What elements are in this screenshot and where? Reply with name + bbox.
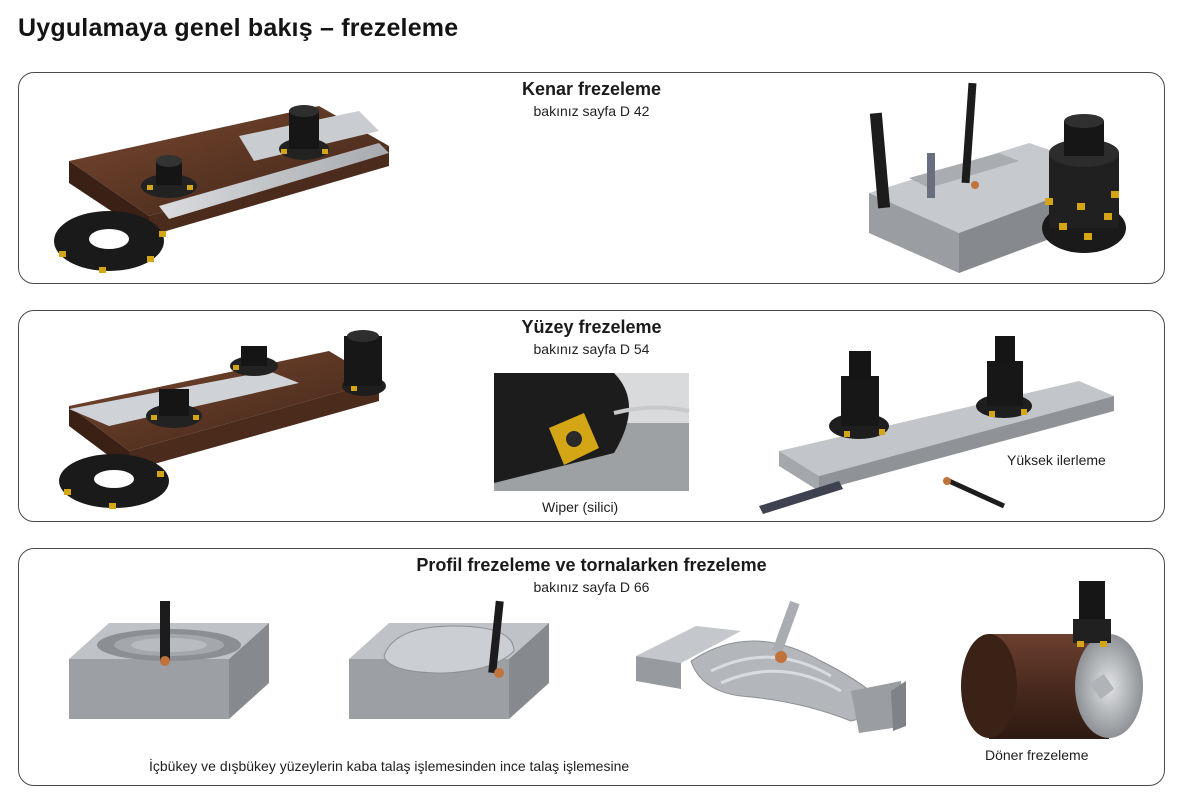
section-header: Kenar frezeleme bakınız sayfa D 42	[19, 79, 1164, 119]
section-title: Yüzey frezeleme	[521, 317, 662, 337]
page-title: Uygulamaya genel bakış – frezeleme	[18, 14, 459, 42]
concave-pocket-illustration	[69, 601, 269, 719]
disc-milling-cutter	[54, 211, 166, 273]
section-profile-milling: Profil frezeleme ve tornalarken frezelem…	[18, 548, 1165, 786]
high-feed-end-mill	[759, 481, 843, 514]
section-title: Profil frezeleme ve tornalarken frezelem…	[416, 555, 767, 575]
caption-wiper: Wiper (silici)	[542, 499, 619, 515]
solid-carbide-end-mill	[927, 153, 935, 198]
face-mill-large	[279, 105, 329, 160]
rotating-workpiece-illustration	[961, 581, 1143, 739]
face-mill-front	[146, 389, 202, 428]
face-mill-rear	[230, 346, 278, 376]
turbine-blade-illustration	[636, 600, 906, 733]
wiper-insert-closeup-photo	[494, 373, 690, 491]
turn-milling-tool	[1073, 581, 1111, 647]
convex-surface-illustration	[349, 600, 549, 719]
face-mill-right	[976, 336, 1032, 418]
disc-milling-cutter	[59, 454, 169, 509]
section-page-reference: bakınız sayfa D 42	[533, 103, 650, 119]
section-page-reference: bakınız sayfa D 66	[533, 579, 650, 595]
face-mill-left	[829, 351, 889, 439]
shell-mill-right	[342, 330, 386, 396]
section-page-reference: bakınız sayfa D 54	[533, 341, 650, 357]
shell-mill	[1042, 114, 1126, 253]
small-end-mill	[943, 477, 1006, 509]
caption-profile-milling: İçbükey ve dışbükey yüzeylerin kaba tala…	[149, 758, 630, 774]
section-shoulder-milling: Kenar frezeleme bakınız sayfa D 42	[18, 72, 1165, 284]
high-feed-milling-illustration	[759, 336, 1114, 514]
shoulder-milling-plate-illustration	[54, 105, 389, 273]
face-mill-small	[141, 155, 197, 198]
end-mill-center	[961, 82, 979, 189]
shoulder-milling-block-illustration	[869, 82, 1126, 273]
section-face-milling: Yüzey frezeleme bakınız sayfa D 54	[18, 310, 1165, 522]
caption-high-feed: Yüksek ilerleme	[1007, 452, 1106, 468]
face-milling-plate-illustration	[59, 330, 386, 509]
section-header: Yüzey frezeleme bakınız sayfa D 54	[19, 317, 1164, 357]
caption-rotating-milling: Döner frezeleme	[985, 747, 1089, 763]
section-title: Kenar frezeleme	[521, 79, 662, 99]
end-mill-left	[869, 112, 891, 209]
section-header: Profil frezeleme ve tornalarken frezelem…	[19, 555, 1164, 595]
